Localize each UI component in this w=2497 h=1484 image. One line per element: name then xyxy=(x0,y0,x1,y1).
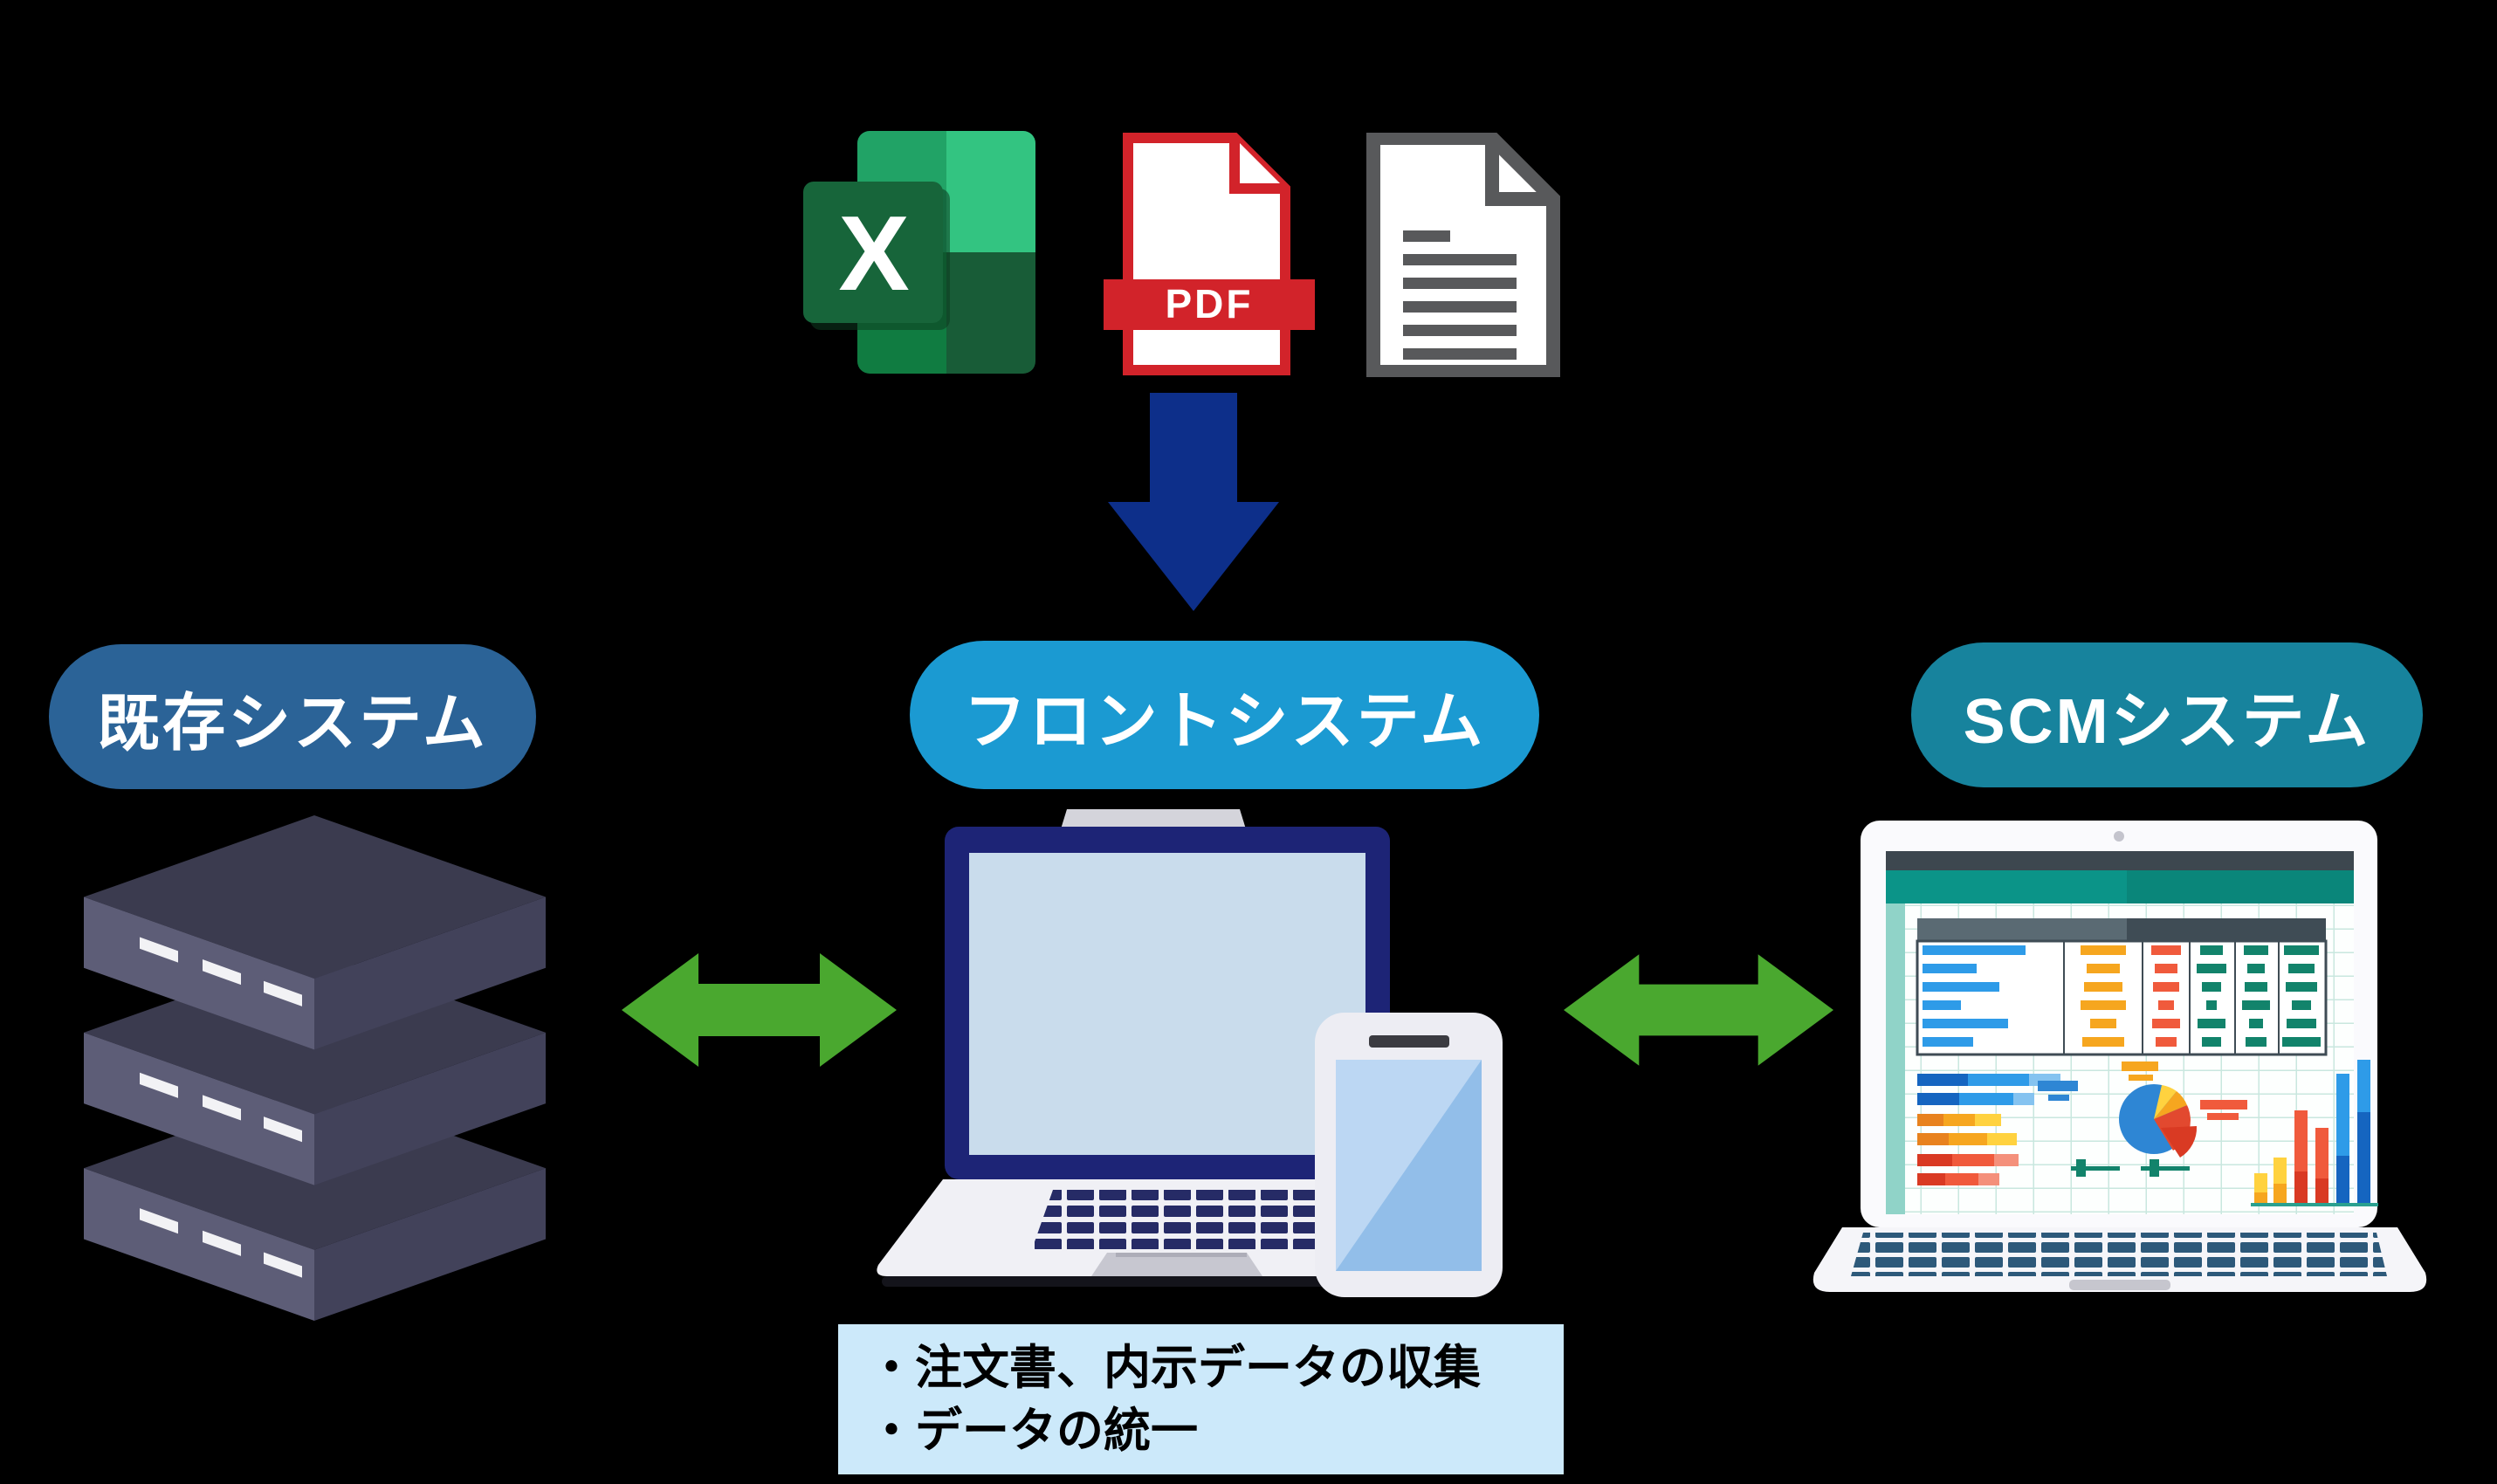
pie-chart xyxy=(2119,1084,2198,1158)
note-line: ・注文書、内示データの収集 xyxy=(868,1342,1481,1394)
pdf-band xyxy=(1104,279,1315,330)
smartphone-icon xyxy=(1315,1013,1503,1297)
laptop-lid-edge xyxy=(1060,809,1247,832)
laptop-screen xyxy=(969,853,1365,1155)
server-stack-icon xyxy=(84,815,546,1321)
phone-speaker xyxy=(1369,1035,1449,1048)
laptop-trackpad xyxy=(1091,1253,1262,1276)
front-system-laptop-icon xyxy=(877,809,1465,1287)
pdf-fold xyxy=(1229,138,1285,194)
excel-x-letter: X xyxy=(838,194,909,313)
document-text-lines xyxy=(1403,230,1517,360)
ingest-arrow-icon xyxy=(1108,393,1279,611)
sync-arrow-left-icon xyxy=(622,953,897,1067)
excel-tile xyxy=(803,182,943,323)
front-system-label: フロントシステム xyxy=(963,686,1486,757)
notes-box: ・注文書、内示データの収集 ・データの統一 xyxy=(838,1324,1564,1474)
spreadsheet-screen xyxy=(1886,851,2378,1214)
laptop-keyboard xyxy=(1032,1190,1399,1249)
column-chart xyxy=(2251,1060,2378,1206)
scm-system-pill: SCMシステム xyxy=(1911,642,2423,787)
scm-laptop-keyboard xyxy=(1851,1233,2387,1276)
excel-file-icon: X xyxy=(803,131,1035,374)
sync-arrow-right-icon xyxy=(1564,954,1833,1066)
pdf-label: PDF xyxy=(1166,281,1254,326)
scm-laptop-icon xyxy=(1813,821,2427,1292)
slider-widgets xyxy=(2071,1159,2190,1177)
existing-system-pill: 既存システム xyxy=(49,644,536,789)
note-line: ・データの統一 xyxy=(868,1405,1198,1457)
webcam-dot xyxy=(2114,831,2124,842)
scm-laptop-trackpad xyxy=(2069,1280,2170,1290)
scm-system-label: SCMシステム xyxy=(1963,686,2371,757)
existing-system-label: 既存システム xyxy=(97,688,488,759)
document-fold xyxy=(1485,138,1553,206)
front-system-pill: フロントシステム xyxy=(910,641,1539,789)
pdf-file-icon: PDF xyxy=(1104,133,1315,375)
laptop-shadow xyxy=(882,1276,1458,1287)
document-file-icon xyxy=(1366,133,1560,377)
